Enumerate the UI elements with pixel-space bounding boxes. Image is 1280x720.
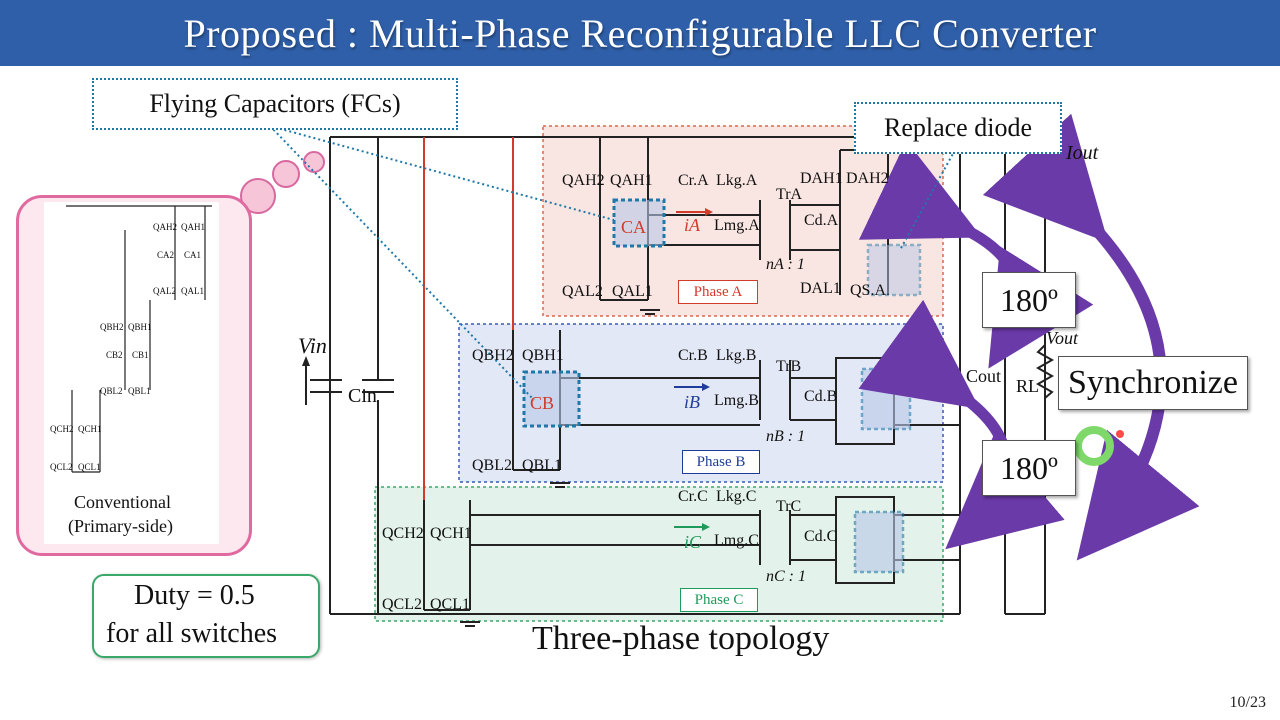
- dah2-label: DAH2: [846, 170, 889, 187]
- topology-caption: Three-phase topology: [532, 620, 830, 657]
- nb-ratio-label: nB : 1: [766, 428, 806, 445]
- flying-capacitors-callout: Flying Capacitors (FCs): [92, 78, 458, 130]
- phase-a-tag: Phase A: [678, 280, 758, 304]
- lmgc-label: Lmg.C: [714, 532, 759, 549]
- conv-qbl1: QBL1: [128, 386, 151, 396]
- trb-label: TrB: [776, 358, 802, 375]
- conventional-caption-1: Conventional: [74, 492, 171, 512]
- fc-links: [423, 137, 514, 500]
- conv-qah1: QAH1: [181, 222, 205, 232]
- qcl1-label: QCL1: [430, 596, 470, 613]
- conv-qcl1: QCL1: [78, 462, 101, 472]
- dah1-label: DAH1: [800, 170, 843, 187]
- angle-bottom-text: 180º: [1000, 449, 1058, 486]
- vin-label: Vin: [298, 333, 327, 358]
- conventional-caption-2: (Primary-side): [68, 516, 173, 536]
- conv-cb1: CB1: [132, 350, 149, 360]
- conv-qcl2: QCL2: [50, 462, 73, 472]
- angle-top-text: 180º: [1000, 281, 1058, 318]
- title-bar: Proposed : Multi-Phase Reconfigurable LL…: [0, 0, 1280, 66]
- duty-line-1: Duty = 0.5: [134, 580, 255, 611]
- phase-b-tag: Phase B: [682, 450, 760, 474]
- cout-label: Cout: [966, 366, 1002, 386]
- ca-label: CA: [621, 217, 647, 237]
- cra-label: Cr.A: [678, 172, 709, 189]
- qsa-label: QS.A: [850, 282, 887, 299]
- conventional-inner: [44, 202, 219, 544]
- lmgb-label: Lmg.B: [714, 392, 759, 409]
- qah1-label: QAH1: [610, 172, 653, 189]
- ic-label: iC: [684, 532, 702, 552]
- lmga-label: Lmg.A: [714, 217, 760, 234]
- vin-arrow-icon: [302, 356, 310, 366]
- conv-qal1: QAL1: [181, 286, 204, 296]
- qch1-label: QCH1: [430, 525, 472, 542]
- qah2-label: QAH2: [562, 172, 605, 189]
- trc-label: TrC: [776, 498, 802, 515]
- synchronize-label: Synchronize: [1058, 356, 1248, 410]
- angle-top-label: 180º: [982, 272, 1076, 328]
- lkgc-label: Lkg.C: [716, 488, 757, 505]
- lkga-label: Lkg.A: [716, 172, 758, 189]
- fc-a-highlight: [612, 198, 666, 248]
- nc-ratio-label: nC : 1: [766, 568, 806, 585]
- conv-ca2: CA2: [157, 250, 175, 260]
- flying-capacitors-text: Flying Capacitors (FCs): [149, 89, 401, 118]
- qbl2-label: QBL2: [472, 457, 512, 474]
- crc-label: Cr.C: [678, 488, 708, 505]
- fc-b-highlight: [522, 370, 581, 428]
- duty-line-2: for all switches: [106, 618, 278, 649]
- conv-qal2: QAL2: [153, 286, 176, 296]
- cdb-label: Cd.B: [804, 388, 838, 405]
- conv-qah2: QAH2: [153, 222, 177, 232]
- cdc-label: Cd.C: [804, 528, 838, 545]
- qch2-label: QCH2: [382, 525, 424, 542]
- tra-label: TrA: [776, 186, 803, 203]
- conv-cb2: CB2: [106, 350, 123, 360]
- input-bus: [305, 136, 1005, 615]
- na-ratio-label: nA : 1: [766, 256, 805, 273]
- angle-bottom-label: 180º: [982, 440, 1076, 496]
- phase-b-text: Phase B: [696, 453, 746, 470]
- cb-label: CB: [530, 393, 555, 413]
- qal2-label: QAL2: [562, 283, 603, 300]
- page-number: 10/23: [1229, 694, 1266, 711]
- qbh1-label: QBH1: [522, 347, 564, 364]
- cda-label: Cd.A: [804, 212, 839, 229]
- dal1-label: DAL1: [800, 280, 841, 297]
- phase-c-tag: Phase C: [680, 588, 758, 612]
- ia-label: iA: [684, 215, 700, 235]
- crb-label: Cr.B: [678, 347, 708, 364]
- qcl2-label: QCL2: [382, 596, 422, 613]
- qbl1-label: QBL1: [522, 457, 562, 474]
- conv-ca1: CA1: [184, 250, 202, 260]
- qbh2-label: QBH2: [472, 347, 514, 364]
- conv-qbl2: QBL2: [100, 386, 123, 396]
- phase-c-text: Phase C: [694, 591, 744, 608]
- conv-qbh1: QBH1: [128, 322, 152, 332]
- replace-diode-callout: Replace diode: [854, 102, 1062, 154]
- phase-a-text: Phase A: [693, 283, 743, 300]
- synchronize-text: Synchronize: [1068, 364, 1238, 401]
- qal1-label: QAL1: [612, 283, 653, 300]
- duty-callout: [92, 574, 320, 658]
- replace-diode-text: Replace diode: [884, 113, 1032, 142]
- iout-label: Iout: [1066, 142, 1099, 164]
- slide-title: Proposed : Multi-Phase Reconfigurable LL…: [183, 10, 1097, 56]
- ib-label: iB: [684, 392, 700, 412]
- cin-label: Cin: [348, 385, 377, 407]
- lkgb-label: Lkg.B: [716, 347, 757, 364]
- conv-qbh2: QBH2: [100, 322, 124, 332]
- phase-c-primary: [423, 496, 960, 611]
- conv-qch1: QCH1: [78, 424, 102, 434]
- vout-label: Vout: [1046, 328, 1079, 348]
- rl-label: RL: [1016, 376, 1040, 396]
- conv-qch2: QCH2: [50, 424, 74, 434]
